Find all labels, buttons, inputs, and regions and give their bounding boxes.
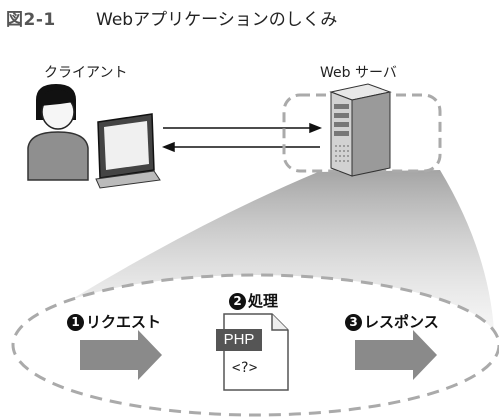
step-number-badge: 1: [67, 314, 84, 331]
response-arrow-icon: [355, 330, 437, 380]
step-number-badge: 2: [229, 293, 246, 310]
php-code-snippet: <?>: [232, 360, 258, 376]
request-response-arrows: [161, 122, 323, 153]
figure-title: Webアプリケーションのしくみ: [96, 10, 338, 30]
step-request-label: リクエスト: [86, 313, 162, 331]
step-response-label: レスポンス: [364, 313, 439, 331]
php-file-icon: [223, 313, 289, 391]
step-number-badge: 3: [345, 314, 362, 331]
client-label: クライアント: [44, 65, 128, 81]
request-arrow-icon: [80, 330, 162, 380]
monitor-icon: [95, 113, 161, 189]
figure-number: 図2-1: [6, 10, 56, 30]
step-process-label: 処理: [248, 292, 279, 310]
php-file-type-label: PHP: [216, 329, 262, 351]
client-person-icon: [27, 84, 89, 181]
server-icon: [329, 83, 392, 177]
server-label: Web サーバ: [320, 65, 397, 81]
